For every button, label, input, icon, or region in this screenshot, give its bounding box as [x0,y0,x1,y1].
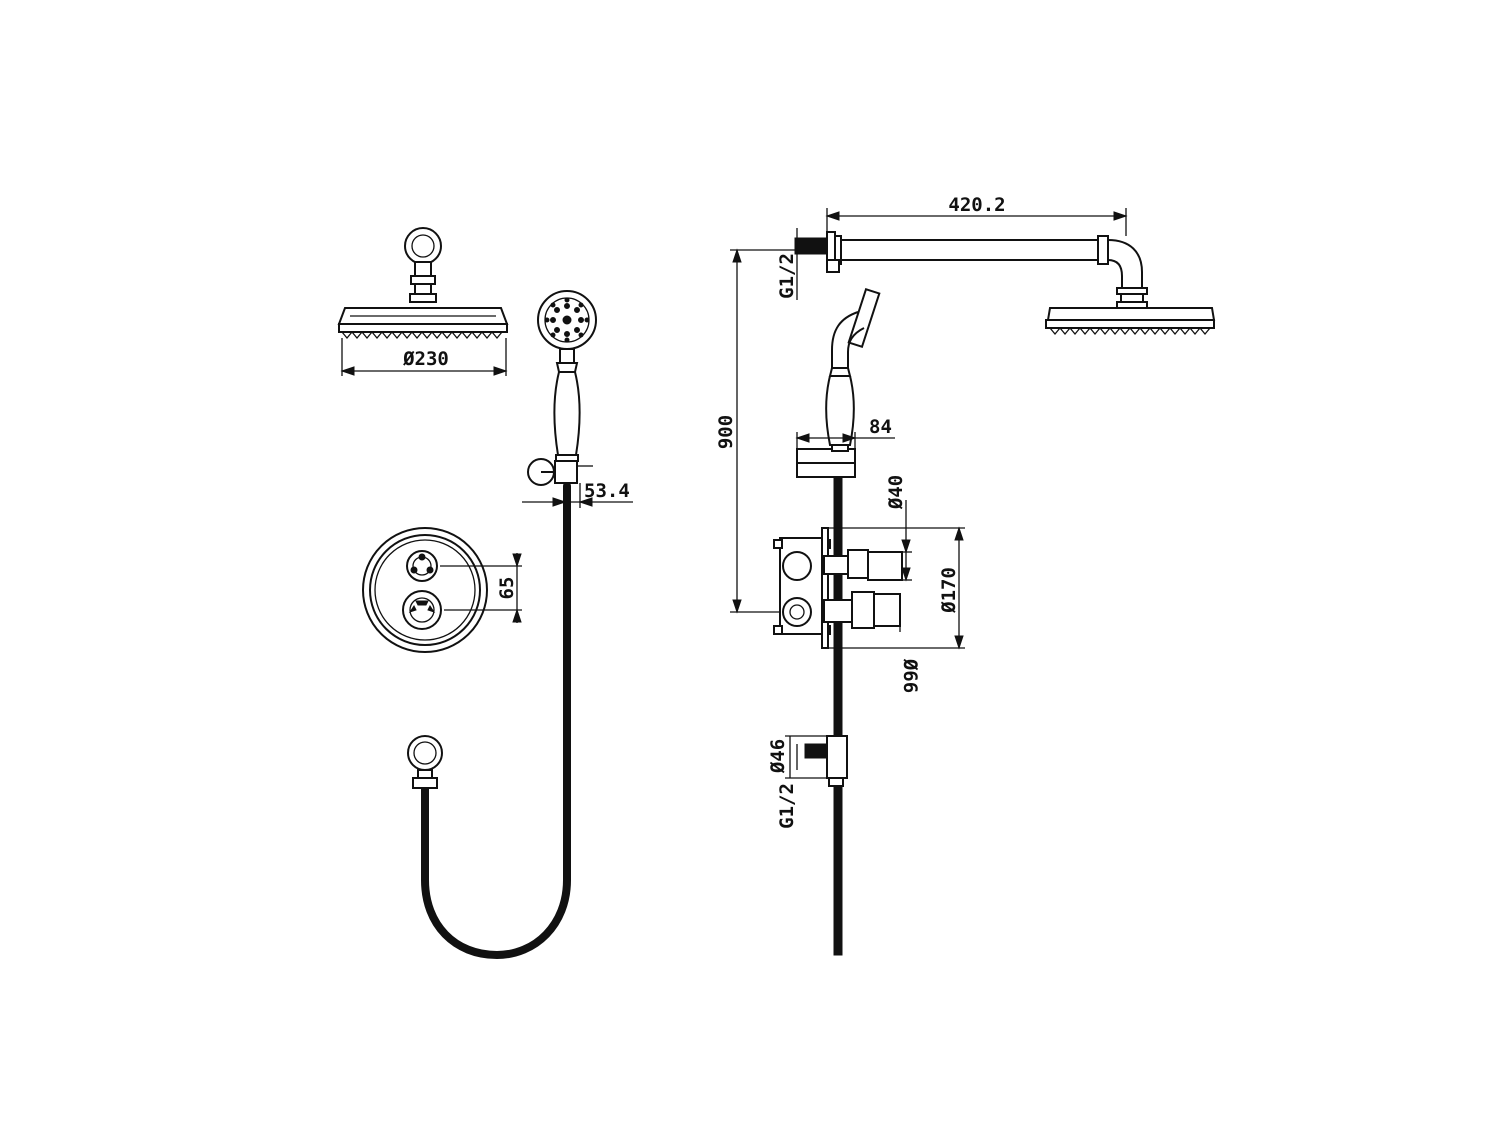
dim-head-diameter: Ø230 [340,338,508,376]
dim-knob-spacing: 65 [440,553,522,623]
wall-outlet-side [804,735,848,787]
dim-holder-width: 84 [795,416,895,449]
dim-inlet-bottom: G1/2 [776,744,798,829]
dim-knob-diameter-bottom: Ø66 [899,594,921,693]
dim-plate-diameter: Ø170 [828,526,965,650]
hand-shower-front [527,290,597,486]
dim-outlet-diameter: Ø46 [767,735,827,779]
knob-diameter-bottom-label: Ø66 [899,658,921,693]
knob-spacing-label: 65 [496,577,518,600]
overhead-shower-front [337,227,509,340]
dim-inlet-top: G1/2 [776,228,798,300]
arm-length-label: 420.2 [948,194,1005,216]
hand-shower-side [796,287,881,478]
holder-offset-label: 53.4 [584,480,630,502]
knob-diameter-top-label: Ø40 [885,475,907,510]
shower-arm-side [794,231,1216,336]
outlet-diameter-label: Ø46 [767,739,789,774]
plate-diameter-label: Ø170 [938,567,960,614]
dim-arm-length: 420.2 [825,194,1128,236]
holder-width-label: 84 [869,416,892,438]
inlet-top-label: G1/2 [776,253,798,299]
overall-height-label: 900 [715,415,737,449]
thermostat-plate-front [362,527,488,653]
shower-hose [421,482,571,960]
shower-hose-side [833,476,843,956]
dim-overall-height: 900 [715,248,795,614]
inlet-bottom-label: G1/2 [776,783,798,829]
wall-outlet-front [407,735,443,789]
head-diameter-label: Ø230 [402,348,449,370]
valve-body-side [773,527,903,649]
dim-knob-diameter-top: Ø40 [885,475,912,582]
